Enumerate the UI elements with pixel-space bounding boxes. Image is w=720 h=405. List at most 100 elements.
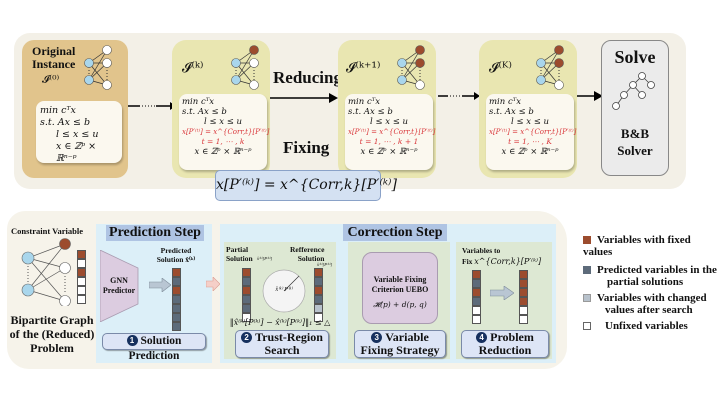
formula-domain: x ∈ ℤᵖ × ℝⁿ⁻ᵖ [56, 141, 97, 164]
formula-fix-constraint: x[P′⁽ᵗ⁾] = x^{Corr,t}[P′⁽ᵗ⁾] [348, 128, 436, 136]
fix-label-line2: Fix [462, 257, 473, 266]
partial-label-line1: Partial [226, 245, 249, 254]
vector-cell-predicted [472, 297, 481, 306]
partial-solution-vector [242, 268, 251, 322]
vector-cell-predicted [242, 277, 251, 286]
trust-region-center-label: x̂⁽ᵏ⁾ P⁽ᵏ⁾ [275, 287, 293, 293]
vector-cell-fixed [314, 268, 323, 277]
legend-label: Variables with fixed values [583, 234, 691, 258]
vector-cell-unfixed [472, 315, 481, 324]
formula-t-range: t = 1, ⋯ , K [508, 137, 552, 146]
fix-label-line1: Variables to [462, 246, 501, 255]
partial-solution-symbol: x̂⁽ᵏ⁾[P⁽ᵏ⁾] [257, 256, 273, 261]
partial-label-line2: Solution [226, 254, 253, 263]
vector-cell-unfixed [519, 306, 528, 315]
changed-swatch [583, 294, 591, 302]
original-instance-title: Original Instance [32, 45, 75, 71]
formula-objective: min cᵀx [489, 97, 522, 107]
step-number-badge: 3 [371, 332, 383, 343]
step-label: Solution Prediction [128, 335, 182, 362]
formula-objective: min cᵀx [348, 97, 381, 107]
reference-solution-label: Refference Solution [290, 245, 324, 263]
formula-objective: min cᵀx [40, 105, 76, 116]
variables-to-fix-label: Variables to Fix x^{Corr,k}[P′⁽ᵏ⁾] [462, 245, 541, 267]
legend-item-predicted: Predicted variables in the partial solut… [583, 264, 720, 288]
vector-cell-fixed [77, 268, 86, 277]
graph-caption: Bipartite Graph of the (Reduced) Problem [8, 313, 96, 355]
trust-region-circle [262, 269, 306, 313]
vector-cell-predicted [242, 304, 251, 313]
solver-title: Solve [614, 47, 656, 67]
predicted-label-line1: Predicted [160, 246, 192, 255]
fixing-equation: x[P′⁽ᵏ⁾] = x^{Corr,k}[P′⁽ᵏ⁾] [216, 177, 397, 193]
bb-solver-card: Solve B&B Solver [601, 40, 669, 176]
formula-bounds: l ≤ x ≤ u [203, 117, 243, 127]
step-number-badge: 2 [241, 332, 253, 343]
legend-item-fixed: Variables with fixed values [583, 234, 720, 258]
predicted-solution-label: Predicted Solution x̂⁽ᵏ⁾ [146, 246, 206, 264]
vector-cell-fixed [172, 268, 181, 277]
formula-domain: x ∈ ℤᵖ × ℝⁿ⁻ᵖ [501, 147, 559, 157]
vector-cell-unfixed [77, 295, 86, 304]
bipartite-graph-icon [536, 45, 564, 90]
formula-t-range: t = 1, ⋯ , k [201, 137, 245, 146]
vector-cell-fixed [519, 270, 528, 279]
vector-cell-predicted [314, 295, 323, 304]
gnn-label-line1: GNN [110, 276, 128, 285]
partial-solution-label: Partial Solution [226, 245, 253, 263]
vector-cell-fixed [519, 288, 528, 297]
step-label-line1: Problem [490, 330, 534, 344]
arrow-dotted-1 [128, 102, 176, 110]
fixing-label: Fixing [283, 138, 330, 157]
vector-cell-unfixed [77, 286, 86, 295]
vector-cell-fixed [172, 286, 181, 295]
instance-K-card: 𝓘⁽ᴷ⁾ min cᵀx s.t. Ax ≤ b l ≤ x ≤ u x[P′⁽… [479, 40, 577, 178]
vector-cell-fixed [77, 250, 86, 259]
step-label-line2: Reduction [478, 343, 532, 357]
ref-label-line2: Solution [297, 254, 325, 263]
formula-objective: min cᵀx [182, 97, 215, 107]
solver-label-line2: Solver [617, 143, 653, 158]
instance-symbol: 𝓘⁽⁰⁾ [42, 73, 60, 86]
gnn-label-line2: Predictor [102, 286, 136, 295]
vector-cell-unfixed [314, 313, 323, 322]
formula-constraint: s.t. Ax ≤ b [489, 107, 534, 117]
bipartite-graph-icon [231, 45, 259, 90]
vector-cell-changed [314, 304, 323, 313]
reference-solution-symbol: x̂⁽ᵏ⁾[P⁽ᵏ⁾] [317, 262, 333, 267]
vector-cell-fixed [314, 286, 323, 295]
step-label-line1: Trust-Region [255, 330, 323, 344]
instance-k-formula: min cᵀx s.t. Ax ≤ b l ≤ x ≤ u x[P′⁽ᵗ⁾] =… [179, 94, 269, 170]
vector-cell-fixed [472, 270, 481, 279]
graph-caption-line1: Bipartite Graph [10, 313, 94, 327]
vector-cell-predicted [172, 295, 181, 304]
criterion-line2: Criterion UEBO [371, 285, 429, 294]
uebo-criterion-box: Variable Fixing Criterion UEBO 𝓗(p) + d(… [362, 252, 438, 324]
reducing-arrow [270, 93, 338, 103]
bipartite-graph-diagram [21, 238, 71, 306]
reducing-label: Reducing [273, 68, 342, 87]
original-title-line2: Instance [32, 57, 76, 71]
instance-K-formula: min cᵀx s.t. Ax ≤ b l ≤ x ≤ u x[P′⁽ᵗ⁾] =… [486, 94, 576, 170]
legend-label: Variables with changed [597, 292, 707, 304]
instance-K-symbol: 𝓘⁽ᴷ⁾ [489, 60, 512, 76]
formula-bounds: l ≤ x ≤ u [56, 129, 99, 140]
arrow-to-solver [577, 91, 603, 101]
step-label-line2: Fixing Strategy [360, 343, 440, 357]
vector-cell-fixed [242, 286, 251, 295]
formula-bounds: l ≤ x ≤ u [369, 117, 409, 127]
graph-caption-line2: of the (Reduced) [9, 327, 95, 341]
step-number-badge: 1 [126, 335, 138, 346]
vector-cell-unfixed [472, 306, 481, 315]
formula-constraint: s.t. Ax ≤ b [182, 107, 227, 117]
fix-label-formula: x^{Corr,k}[P′⁽ᵏ⁾] [474, 257, 542, 266]
solver-label: B&B Solver [602, 125, 668, 159]
vector-cell-predicted [172, 304, 181, 313]
criterion-formula: 𝓗(p) + d(p, q) [373, 300, 427, 309]
gnn-predictor-label: GNN Predictor [101, 276, 137, 296]
formula-t-range: t = 1, ⋯ , k + 1 [359, 137, 419, 146]
